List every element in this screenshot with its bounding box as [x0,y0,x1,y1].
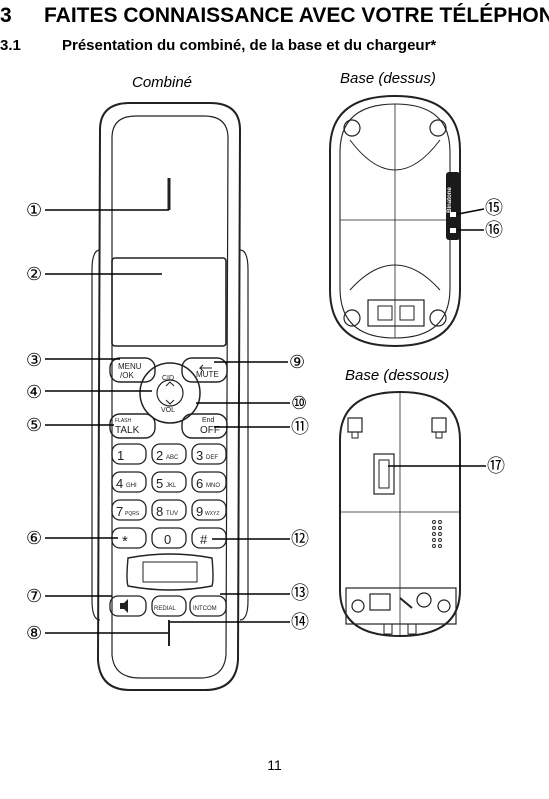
in-use-led [450,212,456,217]
callout-14: ⑭ [291,612,309,632]
key-7-label: 7 [116,504,123,519]
key-5-letters: JKL [166,483,177,489]
callout-4: ④ [26,382,42,402]
key-vol-label: VOL [161,407,175,414]
key-intcom [189,595,227,617]
callout-2: ② [26,264,42,284]
key-talk [109,413,156,439]
callout-numbers: ① ② ③ ④ ⑤ ⑥ ⑦ ⑧ ⑨ ⑩ ⑪ ⑫ ⑬ ⑭ ⑮ ⑯ ⑰ [26,198,505,643]
section-title: FAITES CONNAISSANCE AVEC VOTRE TÉLÉPHONE [44,4,549,27]
caption-base-top: Base (dessus) [340,70,436,87]
key-0-label: 0 [164,532,171,547]
handset-leader-lines [45,209,290,634]
key-menu [109,357,156,383]
key-star-label: * [122,533,128,550]
callout-10: ⑩ [291,393,307,413]
charging-contact [126,553,214,591]
key-end-label: End [202,417,215,424]
page-number: 11 [267,757,282,773]
callout-1: ① [26,200,42,220]
base-top-leader-lines [457,208,485,231]
key-2-letters: ABC [166,455,179,461]
charge-led [450,228,456,233]
mute-arrow-icon [198,364,212,372]
base-top-drawing [329,94,461,348]
key-1-label: 1 [117,448,124,463]
key-7-letters: PQRS [125,511,140,517]
key-intcom-label: INTCOM [193,606,217,612]
callout-6: ⑥ [26,528,42,548]
callout-12: ⑫ [291,529,309,549]
callout-16: ⑯ [485,220,503,240]
callout-9: ⑨ [289,352,305,372]
section-heading: 3 FAITES CONNAISSANCE AVEC VOTRE TÉLÉPHON… [0,4,549,28]
base-bottom-drawing [339,390,461,638]
key-flash-label: FLASH [115,418,132,424]
key-mute [181,357,228,383]
handset-key-labels: MENU /OK MUTE CID VOL FLASH TALK End OFF… [115,362,220,612]
handset-drawing [91,102,249,691]
key-off [181,413,228,439]
key-cid-label: CID [162,375,174,382]
key-off-label: OFF [200,425,220,436]
power-socket [416,592,432,608]
key-redial-label: REDIAL [154,606,176,612]
key-mute-label: MUTE [196,370,219,379]
nav-arrows-icon [165,381,175,405]
callout-11: ⑪ [291,417,309,437]
phone-socket [369,593,391,611]
callout-3: ③ [26,350,42,370]
key-4-letters: GHI [126,483,137,489]
key-ok-label: /OK [120,371,134,380]
caption-base-bottom: Base (dessous) [345,367,450,384]
speaker-icon [120,599,128,613]
base-brand-label: Binatone [447,187,453,213]
key-3-label: 3 [196,448,203,463]
key-talk-label: TALK [115,425,140,436]
base-brand-strip [446,172,460,240]
wall-mount-slot [373,453,395,495]
nav-center [156,379,184,407]
callout-13: ⑬ [291,583,309,603]
key-5-label: 5 [156,476,163,491]
caption-handset: Combiné [132,74,193,91]
key-6-letters: MNO [206,483,220,489]
key-2-label: 2 [156,448,163,463]
callout-7: ⑦ [26,586,42,606]
key-8-letters: TUV [166,511,178,517]
key-6-label: 6 [196,476,203,491]
section-number: 3 [0,4,12,27]
nav-key [139,362,201,424]
subsection-number: 3.1 [0,37,21,54]
key-9-label: 9 [196,504,203,519]
subsection-title: Présentation du combiné, de la base et d… [62,37,437,54]
key-menu-label: MENU [118,362,142,371]
callout-17: ⑰ [487,456,505,476]
key-speaker [109,595,147,617]
callout-15: ⑮ [485,198,503,218]
key-3-letters: DEF [206,455,218,461]
key-8-label: 8 [156,504,163,519]
subsection-heading: 3.1 Présentation du combiné, de la base e… [0,37,436,54]
key-hash-label: # [200,532,208,547]
key-4-label: 4 [116,476,123,491]
vent-holes [432,520,442,548]
callout-8: ⑧ [26,623,42,643]
key-redial [151,595,187,617]
key-9-letters: WXYZ [205,511,219,517]
callout-5: ⑤ [26,415,42,435]
handset-screen [111,257,227,347]
